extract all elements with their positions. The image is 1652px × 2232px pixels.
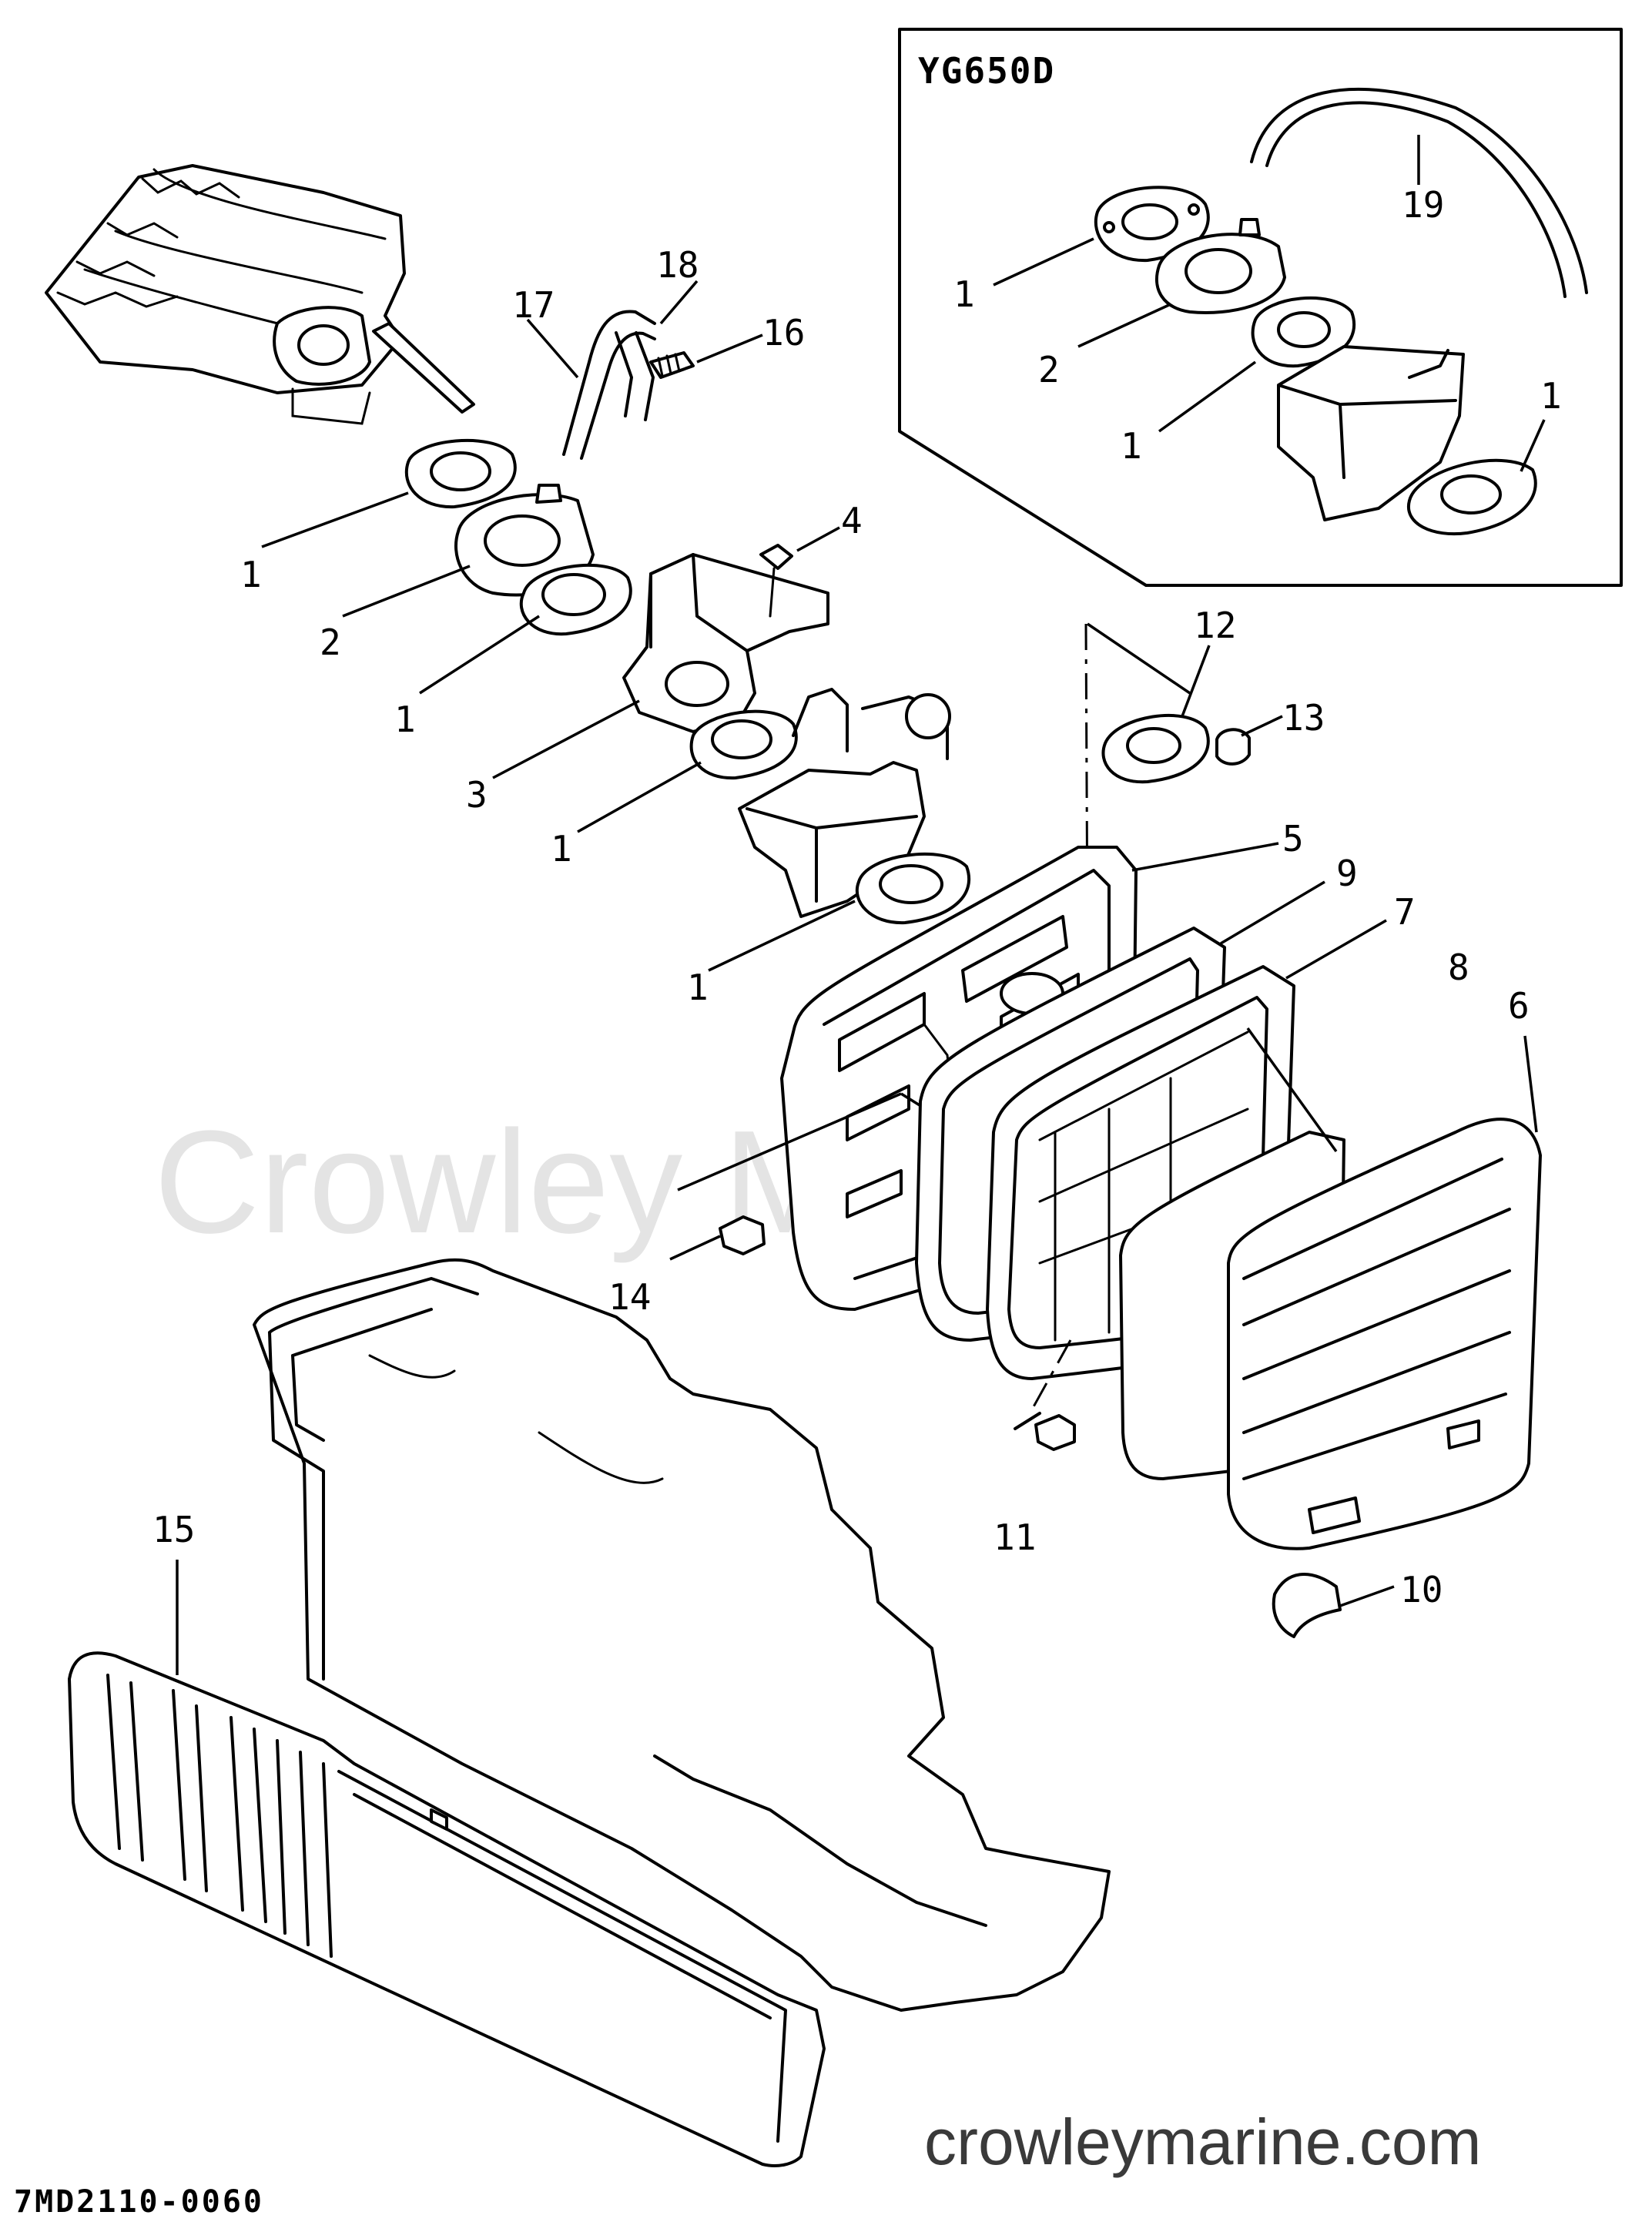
air-cleaner-cover-6 xyxy=(1227,1035,1542,1550)
carburetor-inset xyxy=(1277,345,1465,521)
engine-cylinder-head xyxy=(45,164,475,425)
callout-1-inset-b: 1 xyxy=(1121,425,1142,467)
left-stack xyxy=(261,280,971,972)
callout-14: 14 xyxy=(608,1276,651,1318)
bracket xyxy=(622,553,829,733)
screw-4 xyxy=(759,544,793,570)
callout-5: 5 xyxy=(1282,818,1304,860)
gasket-12-group xyxy=(1084,622,1283,940)
variant-label: YG650D xyxy=(918,50,1055,92)
callout-1-inset-a: 1 xyxy=(953,273,975,315)
nut-13 xyxy=(1215,728,1251,766)
callout-1-inset-c: 1 xyxy=(1540,375,1562,417)
callout-15: 15 xyxy=(152,1509,195,1550)
callout-3: 3 xyxy=(466,774,488,816)
callout-4: 4 xyxy=(841,500,863,541)
callout-7: 7 xyxy=(1394,891,1416,933)
callout-8: 8 xyxy=(1448,947,1469,988)
callout-13: 13 xyxy=(1282,697,1325,739)
engine-block xyxy=(253,1258,1111,2012)
bolt-11 xyxy=(1014,1412,1076,1451)
site-url: crowleymarine.com xyxy=(924,2106,1482,2178)
callout-18: 18 xyxy=(656,244,699,286)
callout-10: 10 xyxy=(1400,1569,1443,1610)
callout-6: 6 xyxy=(1508,985,1530,1027)
callout-17: 17 xyxy=(512,284,555,326)
callout-1-b: 1 xyxy=(394,699,416,740)
bolt-14 xyxy=(669,1215,766,1261)
callout-19: 19 xyxy=(1402,184,1444,226)
hose-inset xyxy=(1250,87,1588,294)
variant-inset: YG650D 19 1 2 1 1 xyxy=(898,28,1623,587)
callout-1-c: 1 xyxy=(551,828,572,870)
callout-11: 11 xyxy=(994,1516,1036,1558)
callout-1-a: 1 xyxy=(240,554,262,595)
fitting-16 xyxy=(649,351,695,379)
clip-10 xyxy=(1272,1573,1395,1638)
callout-2-inset: 2 xyxy=(1038,349,1060,390)
outer-cover-15 xyxy=(68,1560,826,2167)
drawing-number: 7MD2110-0060 xyxy=(14,2184,264,2220)
callout-1-d: 1 xyxy=(687,967,709,1008)
callout-2: 2 xyxy=(320,622,341,663)
callout-12: 12 xyxy=(1194,605,1236,646)
callout-9: 9 xyxy=(1336,853,1358,894)
callout-16: 16 xyxy=(762,312,805,354)
